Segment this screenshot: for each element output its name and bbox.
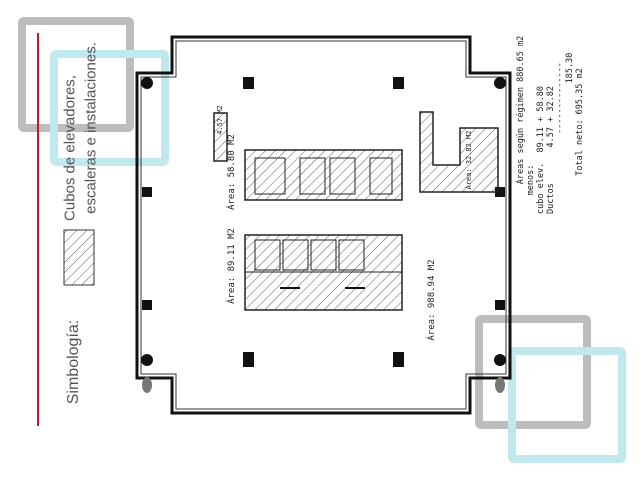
decorative-frame-cyan-top [50,50,169,166]
columns [141,77,506,367]
duct-left [213,112,228,162]
area-label-total: Área: 988.94 M2 [427,259,437,341]
decorative-frame-cyan-bottom [508,347,626,463]
duct-right [419,111,499,193]
area-label-duct-right: Área: 32.82 M2 [465,130,473,190]
summary-line3: cubo elev. 89.11 + 58.80 [536,86,546,214]
red-divider-line [37,33,39,426]
decorative-frame-gray-top [18,17,134,132]
area-label-duct-left: 4.57 M2 [216,105,224,135]
legend-label-line2: escaleras e instalaciones. [82,42,100,214]
summary-line1: Áreas según régimen 880.65 m2 [516,35,526,185]
legend-title: Simbología: [65,319,82,405]
area-label-core-lower: Área: 89.11 M2 [227,228,237,304]
core-upper [244,149,403,201]
summary-line7: Total neto: 695.35 m2 [575,68,585,176]
decorative-frame-gray-bottom [475,315,591,429]
summary-line5: -------------- [555,62,565,134]
area-label-core-upper: Área: 58.80 M2 [227,134,237,210]
legend-label-line1: Cubos de elevadores, [61,75,79,221]
building-outline [135,35,512,415]
core-lower [244,234,403,311]
summary-line2: menos: [526,164,536,196]
legend-hatch-swatch [63,229,95,286]
summary-line6: 185.30 [565,52,575,84]
